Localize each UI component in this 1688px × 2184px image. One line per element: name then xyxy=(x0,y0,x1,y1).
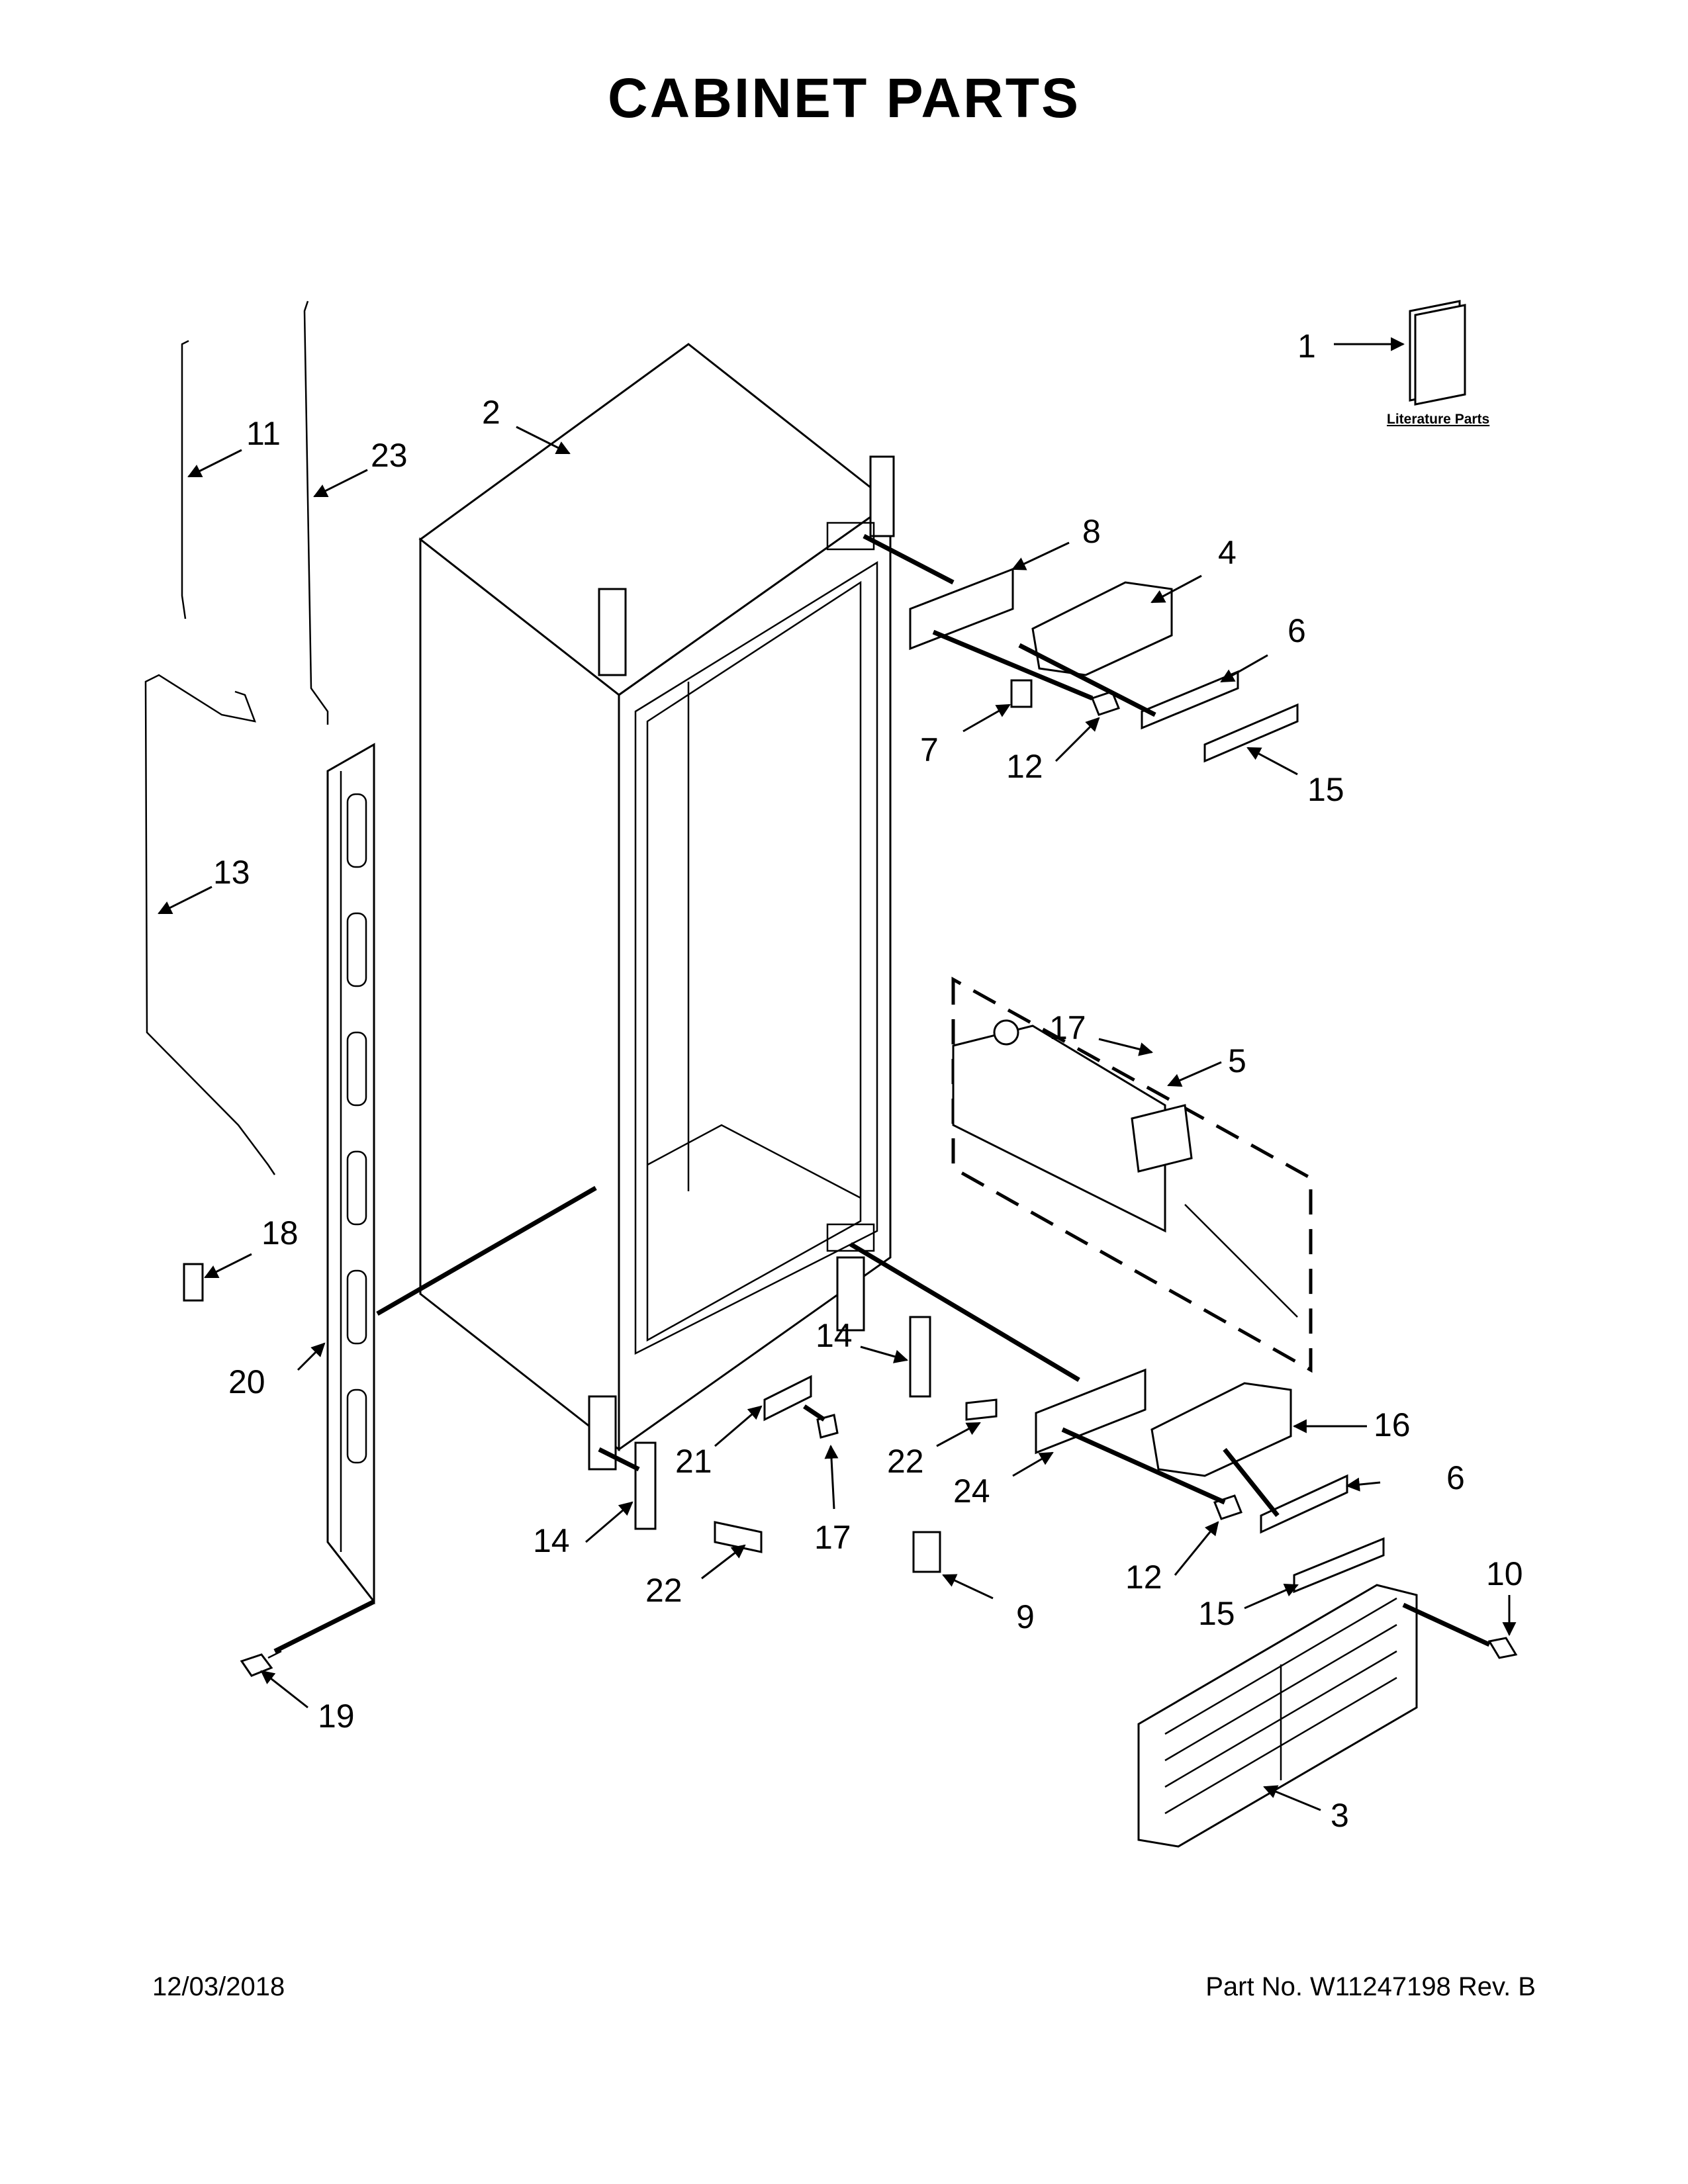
callout-4: 4 xyxy=(1218,534,1237,571)
callout-23: 23 xyxy=(371,437,408,474)
pin-22-upper xyxy=(965,1398,998,1421)
upper-hinge-parts xyxy=(909,567,1299,763)
callout-2: 2 xyxy=(482,394,500,431)
footer-part-number: Part No. W11247198 Rev. B xyxy=(1205,1972,1536,2001)
callout-16: 16 xyxy=(1374,1406,1411,1443)
pin-22-lower xyxy=(714,1521,763,1553)
clip-18 xyxy=(183,1263,204,1302)
callout-17-lower: 17 xyxy=(814,1519,851,1556)
callout-21: 21 xyxy=(675,1443,712,1480)
callout-17-upper: 17 xyxy=(1049,1009,1086,1046)
callout-9: 9 xyxy=(1016,1598,1035,1635)
switch-9 xyxy=(912,1531,941,1573)
callout-12-upper: 12 xyxy=(1006,748,1043,785)
callout-15-lower: 15 xyxy=(1198,1595,1235,1632)
callout-24: 24 xyxy=(953,1473,990,1510)
callout-18: 18 xyxy=(261,1214,299,1251)
screw-12-upper xyxy=(1091,690,1120,716)
hinge-pin-7 xyxy=(1010,679,1033,708)
lower-hinge-parts xyxy=(634,1316,1385,1594)
wire-11 xyxy=(181,340,189,619)
tube-23 xyxy=(303,300,329,725)
hinge-kit-5 xyxy=(951,976,1313,1373)
callout-20: 20 xyxy=(228,1363,265,1400)
callout-22-lower: 22 xyxy=(645,1572,682,1609)
trim-15-upper xyxy=(1203,703,1299,763)
callout-7: 7 xyxy=(920,731,939,768)
callout-5: 5 xyxy=(1228,1042,1246,1079)
callout-11: 11 xyxy=(246,415,281,452)
bracket-14-lower xyxy=(634,1441,657,1530)
callout-6-upper: 6 xyxy=(1288,612,1306,649)
callout-10: 10 xyxy=(1486,1555,1523,1592)
callout-1: 1 xyxy=(1297,328,1316,365)
callout-19: 19 xyxy=(318,1698,355,1735)
hinge-plate-6 xyxy=(1141,670,1239,730)
hinge-16 xyxy=(1150,1382,1292,1477)
heater-loop-13 xyxy=(144,674,276,1175)
trim-15-lower xyxy=(1293,1537,1385,1594)
latch-21 xyxy=(763,1375,812,1422)
callout-3: 3 xyxy=(1331,1797,1349,1834)
hinge-plate-6-lower xyxy=(1260,1474,1348,1534)
toe-grille-3 xyxy=(1137,1584,1418,1848)
callout-15-upper: 15 xyxy=(1307,771,1344,808)
callout-14-lower: 14 xyxy=(533,1522,570,1559)
footer-date: 12/03/2018 xyxy=(152,1972,285,2001)
callout-6-lower: 6 xyxy=(1446,1459,1465,1496)
callout-14-upper: 14 xyxy=(816,1317,853,1354)
callout-13: 13 xyxy=(213,854,250,891)
page-title: CABINET PARTS xyxy=(607,67,1081,129)
cabinet-body xyxy=(418,343,895,1471)
screw-10 xyxy=(1487,1637,1518,1659)
callout-8: 8 xyxy=(1082,513,1101,550)
hinge-4 xyxy=(1031,581,1173,676)
callout-12-lower: 12 xyxy=(1125,1559,1162,1596)
hinge-housing-8 xyxy=(909,567,1014,651)
side-trim-strip-20 xyxy=(326,743,375,1605)
literature-parts-label: Literature Parts xyxy=(1387,412,1489,427)
bracket-14-upper xyxy=(909,1316,931,1398)
literature-booklet: Literature Parts xyxy=(1387,300,1489,427)
callout-22-upper: 22 xyxy=(887,1443,924,1480)
